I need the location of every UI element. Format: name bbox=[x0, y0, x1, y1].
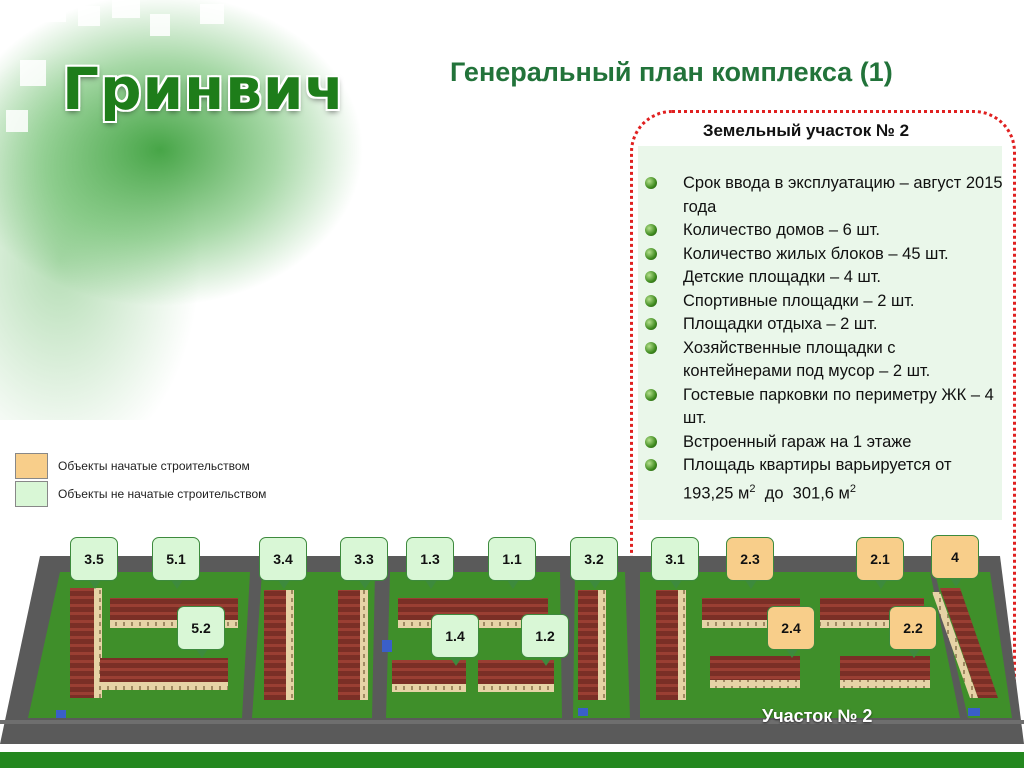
marker-3-4[interactable]: 3.4 bbox=[259, 537, 307, 589]
building-wall bbox=[598, 590, 606, 700]
playground bbox=[578, 708, 588, 716]
marker-1-1[interactable]: 1.1 bbox=[488, 537, 536, 589]
marker-3-3[interactable]: 3.3 bbox=[340, 537, 388, 589]
bullet-icon bbox=[645, 177, 657, 189]
marker-2-1[interactable]: 2.1 bbox=[856, 537, 904, 589]
legend-swatch-not-started bbox=[15, 481, 48, 507]
building bbox=[338, 590, 360, 700]
list-item: Площадки отдыха – 2 шт. bbox=[643, 313, 1003, 337]
logo: Гринвич bbox=[62, 55, 346, 123]
marker-3-5[interactable]: 3.5 bbox=[70, 537, 118, 589]
bullet-icon bbox=[645, 318, 657, 330]
info-panel-background bbox=[638, 146, 1002, 520]
building-wall bbox=[392, 684, 466, 692]
bullet-icon bbox=[645, 224, 657, 236]
marker-2-4[interactable]: 2.4 bbox=[767, 606, 815, 658]
list-item: Гостевые парковки по периметру ЖК – 4 шт… bbox=[643, 384, 1003, 431]
bullet-icon bbox=[645, 294, 657, 307]
building-wall bbox=[94, 588, 102, 698]
marker-2-2[interactable]: 2.2 bbox=[889, 606, 937, 658]
marker-3-1[interactable]: 3.1 bbox=[651, 537, 699, 589]
list-item: Количество домов – 6 шт. bbox=[643, 219, 1003, 243]
bullet-icon bbox=[645, 247, 657, 260]
legend-started: Объекты начатые строительством bbox=[15, 453, 250, 479]
playground bbox=[968, 708, 980, 716]
page-title: Генеральный план комплекса (1) bbox=[450, 57, 893, 87]
plan-area-label: Участок № 2 bbox=[762, 706, 873, 726]
playground bbox=[382, 640, 392, 652]
building bbox=[940, 588, 998, 698]
building-wall bbox=[702, 620, 800, 628]
building-wall bbox=[678, 590, 686, 700]
list-item: Количество жилых блоков – 45 шт. bbox=[643, 243, 1003, 267]
building-wall bbox=[932, 592, 978, 698]
building bbox=[710, 656, 800, 680]
marker-2-3[interactable]: 2.3 bbox=[726, 537, 774, 589]
info-panel-heading: Земельный участок № 2 bbox=[680, 116, 932, 146]
building-wall bbox=[478, 684, 554, 692]
building-wall bbox=[286, 590, 294, 700]
building bbox=[578, 590, 598, 700]
building bbox=[656, 590, 678, 700]
bullet-icon bbox=[645, 435, 657, 448]
decorative-background bbox=[0, 0, 430, 420]
building-wall bbox=[110, 620, 238, 628]
building-wall bbox=[100, 682, 228, 690]
marker-5-1[interactable]: 5.1 bbox=[152, 537, 200, 589]
marker-1-4[interactable]: 1.4 bbox=[431, 614, 479, 666]
marker-3-2[interactable]: 3.2 bbox=[570, 537, 618, 589]
bullet-icon bbox=[645, 459, 657, 471]
info-panel-list: Срок ввода в эксплуатацию – август 2015 … bbox=[643, 172, 1003, 506]
building-wall bbox=[820, 620, 924, 628]
marker-5-2[interactable]: 5.2 bbox=[177, 606, 225, 658]
legend-not-started: Объекты не начатые строительством bbox=[15, 481, 266, 507]
bullet-icon bbox=[645, 388, 657, 401]
playground bbox=[56, 710, 66, 718]
marker-1-3[interactable]: 1.3 bbox=[406, 537, 454, 589]
marker-4[interactable]: 4 bbox=[931, 535, 979, 587]
building bbox=[264, 590, 286, 700]
bullet-icon bbox=[645, 271, 657, 283]
building bbox=[100, 658, 228, 682]
building-wall bbox=[710, 680, 800, 688]
road-mark bbox=[0, 720, 1024, 724]
list-item: Встроенный гараж на 1 этаже bbox=[643, 431, 1003, 455]
footer-bar bbox=[0, 752, 1024, 768]
building-wall bbox=[840, 680, 930, 688]
legend-swatch-started bbox=[15, 453, 48, 479]
list-item: Спортивные площадки – 2 шт. bbox=[643, 290, 1003, 314]
building bbox=[70, 588, 94, 698]
list-item: Хозяйственные площадки с контейнерами по… bbox=[643, 337, 1003, 384]
list-item: Детские площадки – 4 шт. bbox=[643, 266, 1003, 290]
building bbox=[840, 656, 930, 680]
marker-1-2[interactable]: 1.2 bbox=[521, 614, 569, 666]
list-item: Срок ввода в эксплуатацию – август 2015 … bbox=[643, 172, 1003, 219]
list-item-area: Площадь квартиры варьируется от 193,25 м… bbox=[643, 454, 1003, 506]
building-wall bbox=[360, 590, 368, 700]
bullet-icon bbox=[645, 341, 657, 354]
